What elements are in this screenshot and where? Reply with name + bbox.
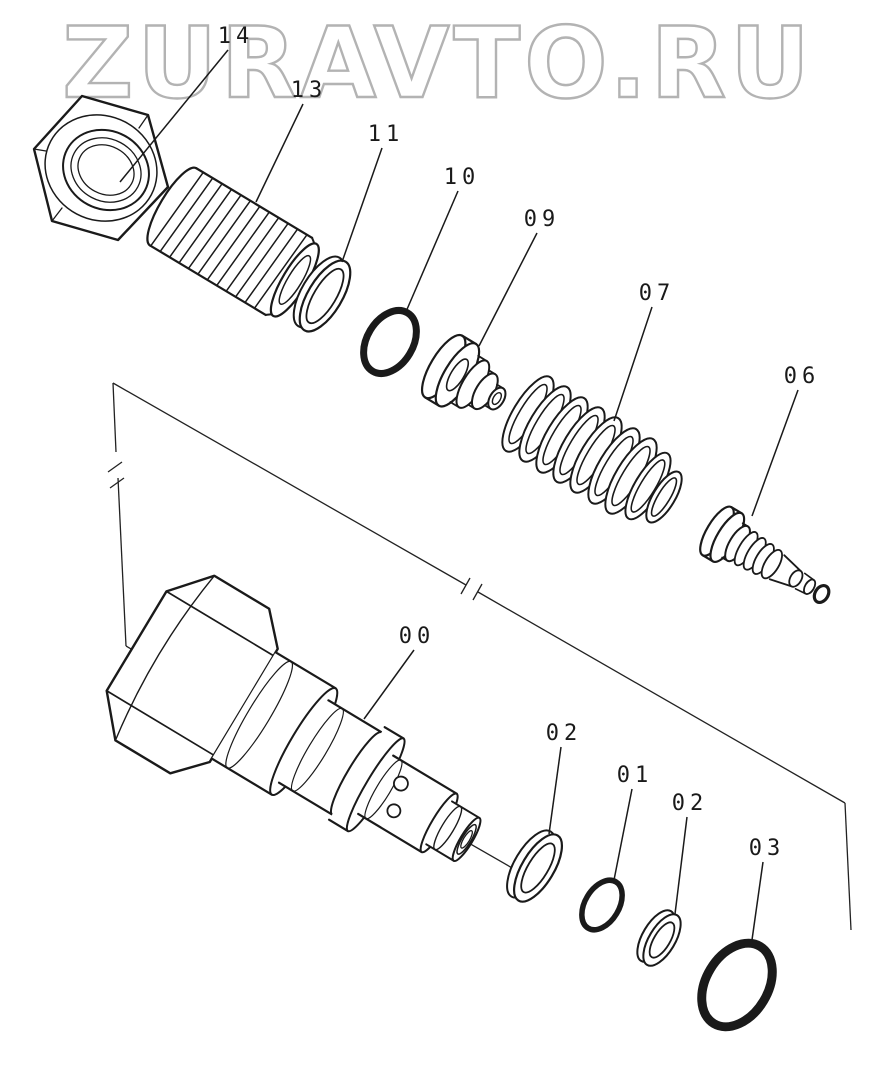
part-backup-ring-02b bbox=[636, 909, 682, 967]
leader-line-13 bbox=[255, 103, 304, 203]
part-washer-11 bbox=[292, 255, 352, 333]
leader-line-07 bbox=[613, 306, 653, 422]
leader-line-01 bbox=[613, 788, 633, 881]
callout-labels: 14 13 11 10 09 07 06 00 02 01 02 03 bbox=[218, 24, 821, 861]
callout-14: 14 bbox=[218, 24, 255, 49]
part-valve-piston bbox=[699, 505, 831, 605]
watermark-text: ZURAVTO.RU bbox=[62, 7, 813, 121]
leader-line-00 bbox=[363, 649, 415, 720]
part-hex-nut bbox=[32, 94, 170, 242]
part-valve-body bbox=[105, 574, 482, 863]
part-spring-seat bbox=[420, 333, 507, 411]
callout-13: 13 bbox=[291, 78, 328, 103]
leader-line-10 bbox=[404, 190, 459, 315]
callout-07: 07 bbox=[639, 281, 676, 306]
part-spring bbox=[501, 375, 683, 524]
leader-line-02a bbox=[548, 746, 562, 835]
callout-03: 03 bbox=[749, 836, 786, 861]
part-washer-02a bbox=[506, 829, 563, 903]
leader-lines bbox=[119, 49, 799, 948]
part-o-ring-01 bbox=[579, 877, 625, 933]
callout-10: 10 bbox=[444, 165, 481, 190]
callout-02b: 02 bbox=[672, 791, 709, 816]
callout-06: 06 bbox=[784, 364, 821, 389]
part-o-ring-03 bbox=[697, 938, 777, 1032]
leader-line-02b bbox=[674, 816, 688, 915]
callout-11: 11 bbox=[368, 122, 405, 147]
leader-line-09 bbox=[478, 232, 538, 347]
leader-line-06 bbox=[751, 389, 799, 517]
part-o-ring-10 bbox=[360, 307, 420, 377]
callout-00: 00 bbox=[399, 624, 436, 649]
leader-line-11 bbox=[341, 147, 383, 263]
exploded-parts-artwork bbox=[32, 94, 831, 1032]
callout-01: 01 bbox=[617, 763, 654, 788]
part-threaded-plug bbox=[146, 166, 320, 318]
leader-line-14 bbox=[119, 49, 229, 183]
callout-09: 09 bbox=[524, 207, 561, 232]
leader-line-03 bbox=[750, 861, 764, 948]
callout-02a: 02 bbox=[546, 721, 583, 746]
